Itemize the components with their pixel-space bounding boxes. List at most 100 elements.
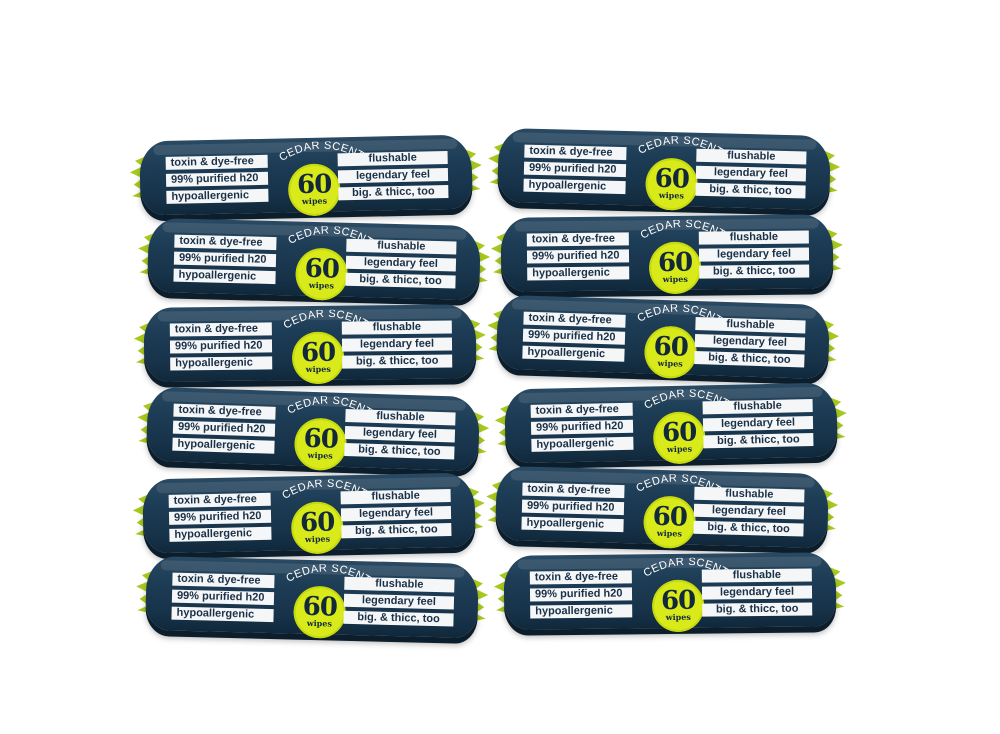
- label-thicc: big. & thicc, too: [345, 272, 456, 289]
- count-badge: 60 wipes: [291, 331, 345, 385]
- count-badge: 60 wipes: [652, 411, 706, 465]
- wipe-count-unit: wipes: [656, 527, 683, 539]
- label-hypoallergenic: hypoallergenic: [173, 268, 276, 285]
- label-hypoallergenic: hypoallergenic: [530, 604, 633, 619]
- pack-body: toxin & dye-free 99% purified h20 hypoal…: [503, 552, 837, 633]
- label-hypoallergenic: hypoallergenic: [171, 606, 274, 623]
- count-badge: 60 wipes: [643, 325, 698, 380]
- label-thicc: big. & thicc, too: [702, 602, 813, 617]
- label-legendary-feel: legendary feel: [694, 334, 806, 351]
- label-legendary-feel: legendary feel: [337, 168, 449, 184]
- label-legendary-feel: legendary feel: [341, 337, 453, 352]
- count-badge: 60 wipes: [293, 585, 347, 639]
- wipes-pack-r6-c1: toxin & dye-free 99% purified h20 hypoal…: [135, 552, 489, 645]
- count-badge: 60 wipes: [651, 579, 705, 633]
- label-thicc: big. & thicc, too: [703, 433, 814, 449]
- label-legendary-feel: legendary feel: [693, 503, 805, 520]
- label-legendary-feel: legendary feel: [701, 585, 813, 600]
- wipes-pack-r3-c1: toxin & dye-free 99% purified h20 hypoal…: [134, 300, 487, 388]
- pack-body: toxin & dye-free 99% purified h20 hypoal…: [139, 134, 473, 217]
- wipe-count: 60: [660, 585, 696, 617]
- wipes-pack-r2-c1: toxin & dye-free 99% purified h20 hypoal…: [137, 214, 491, 307]
- label-hypoallergenic: hypoallergenic: [531, 436, 634, 452]
- wipes-pack-r3-c2: toxin & dye-free 99% purified h20 hypoal…: [486, 290, 840, 385]
- label-hypoallergenic: hypoallergenic: [169, 526, 272, 542]
- wipe-count-unit: wipes: [662, 273, 688, 285]
- count-badge: 60 wipes: [645, 157, 699, 211]
- label-purified-water: 99% purified h20: [526, 249, 630, 264]
- label-flushable: flushable: [694, 486, 805, 503]
- label-purified-water: 99% purified h20: [521, 499, 625, 516]
- wipe-count-unit: wipes: [657, 357, 683, 369]
- pack-body: toxin & dye-free 99% purified h20 hypoal…: [495, 465, 829, 549]
- label-legendary-feel: legendary feel: [344, 426, 456, 443]
- wipe-count-unit: wipes: [305, 363, 331, 375]
- pack-body: toxin & dye-free 99% purified h20 hypoal…: [142, 472, 476, 555]
- label-thicc: big. & thicc, too: [344, 442, 455, 460]
- label-thicc: big. & thicc, too: [338, 185, 449, 201]
- wipe-count-unit: wipes: [658, 189, 685, 201]
- label-purified-water: 99% purified h20: [168, 509, 272, 525]
- label-hypoallergenic: hypoallergenic: [527, 266, 630, 281]
- wipe-count-unit: wipes: [308, 279, 335, 291]
- label-hypoallergenic: hypoallergenic: [172, 437, 275, 454]
- count-badge: 60 wipes: [290, 501, 344, 555]
- label-purified-water: 99% purified h20: [172, 420, 276, 437]
- label-hypoallergenic: hypoallergenic: [521, 516, 624, 533]
- label-thicc: big. & thicc, too: [342, 354, 453, 369]
- wipe-count-unit: wipes: [301, 195, 328, 207]
- label-thicc: big. & thicc, too: [694, 350, 805, 368]
- pack-body: toxin & dye-free 99% purified h20 hypoal…: [495, 294, 831, 380]
- label-toxin-free: toxin & dye-free: [169, 322, 272, 337]
- label-toxin-free: toxin & dye-free: [530, 402, 633, 418]
- wipe-count: 60: [300, 337, 336, 369]
- wipes-pack-r5-c1: toxin & dye-free 99% purified h20 hypoal…: [132, 468, 486, 559]
- wipes-pack-r2-c2: toxin & dye-free 99% purified h20 hypoal…: [491, 210, 844, 298]
- label-toxin-free: toxin & dye-free: [529, 570, 632, 585]
- label-legendary-feel: legendary feel: [340, 506, 452, 522]
- label-flushable: flushable: [698, 230, 809, 245]
- label-legendary-feel: legendary feel: [343, 593, 455, 610]
- label-hypoallergenic: hypoallergenic: [166, 188, 269, 204]
- label-flushable: flushable: [696, 148, 807, 165]
- label-flushable: flushable: [345, 409, 456, 426]
- label-thicc: big. & thicc, too: [695, 182, 806, 199]
- label-thicc: big. & thicc, too: [343, 610, 454, 627]
- pack-body: toxin & dye-free 99% purified h20 hypoal…: [500, 214, 834, 295]
- label-toxin-free: toxin & dye-free: [522, 482, 625, 499]
- pack-body: toxin & dye-free 99% purified h20 hypoal…: [504, 382, 838, 465]
- wipes-pack-r5-c2: toxin & dye-free 99% purified h20 hypoal…: [485, 462, 839, 555]
- label-purified-water: 99% purified h20: [529, 587, 633, 602]
- label-thicc: big. & thicc, too: [341, 523, 452, 539]
- label-purified-water: 99% purified h20: [523, 161, 627, 178]
- label-legendary-feel: legendary feel: [702, 416, 814, 432]
- label-hypoallergenic: hypoallergenic: [523, 178, 626, 195]
- label-purified-water: 99% purified h20: [173, 251, 277, 268]
- label-hypoallergenic: hypoallergenic: [170, 356, 273, 371]
- pack-body: toxin & dye-free 99% purified h20 hypoal…: [147, 217, 481, 301]
- label-toxin-free: toxin & dye-free: [524, 144, 627, 161]
- pack-body: toxin & dye-free 99% purified h20 hypoal…: [145, 386, 481, 472]
- label-flushable: flushable: [695, 317, 806, 334]
- count-badge: 60 wipes: [648, 241, 702, 295]
- label-toxin-free: toxin & dye-free: [168, 492, 271, 508]
- count-badge: 60 wipes: [293, 417, 348, 472]
- wipe-count-unit: wipes: [666, 443, 693, 455]
- wipes-pack-r4-c2: toxin & dye-free 99% purified h20 hypoal…: [494, 378, 848, 469]
- wipes-pack-r1-c1: toxin & dye-free 99% purified h20 hypoal…: [129, 130, 483, 221]
- label-toxin-free: toxin & dye-free: [523, 311, 626, 328]
- label-flushable: flushable: [337, 151, 448, 167]
- label-purified-water: 99% purified h20: [530, 419, 634, 435]
- pack-body: toxin & dye-free 99% purified h20 hypoal…: [143, 304, 477, 385]
- label-flushable: flushable: [702, 399, 813, 415]
- wipe-count: 60: [657, 247, 693, 279]
- count-badge: 60 wipes: [643, 495, 697, 549]
- label-purified-water: 99% purified h20: [522, 328, 626, 345]
- label-toxin-free: toxin & dye-free: [172, 572, 275, 589]
- label-toxin-free: toxin & dye-free: [165, 154, 268, 170]
- wipe-count-unit: wipes: [665, 611, 691, 623]
- label-legendary-feel: legendary feel: [695, 165, 807, 182]
- count-badge: 60 wipes: [295, 247, 349, 301]
- label-thicc: big. & thicc, too: [693, 520, 804, 537]
